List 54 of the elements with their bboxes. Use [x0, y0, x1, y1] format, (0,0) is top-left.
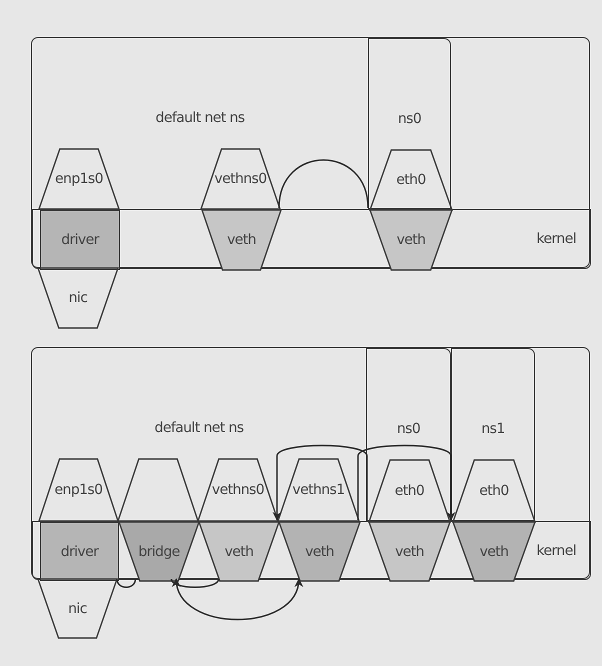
- interface-trapezoid: [278, 459, 359, 521]
- interface-trapezoid: [370, 150, 452, 210]
- module-label: bridge: [138, 544, 180, 560]
- interface-name: vethns0: [214, 171, 267, 187]
- module-label: veth: [395, 544, 424, 560]
- module-label: veth: [227, 232, 256, 248]
- module-label: veth: [480, 544, 508, 560]
- kernel-module-trapezoid: [202, 210, 281, 270]
- interface-trapezoid: [369, 460, 450, 522]
- interface-trapezoid: [201, 149, 280, 209]
- module-label: veth: [396, 232, 426, 248]
- namespace-label: ns1: [480, 421, 506, 437]
- module-label: driver: [60, 544, 98, 560]
- interface-name: vethns1: [292, 482, 345, 498]
- interface-name: eth0: [479, 483, 509, 499]
- interface-trapezoid: [39, 149, 119, 209]
- module-label: driver: [61, 232, 99, 248]
- kernel-module-trapezoid: [199, 522, 279, 581]
- interface-trapezoid: [198, 459, 278, 521]
- namespace-box: [31, 347, 590, 579]
- kernel-module-trapezoid: [38, 579, 117, 638]
- interface-name: eth0: [396, 172, 426, 188]
- kernel-module-trapezoid: [279, 522, 360, 581]
- module-label: veth: [305, 544, 334, 560]
- module-label: veth: [224, 544, 254, 560]
- kernel-module-trapezoid: [369, 522, 450, 581]
- module-label: nic: [68, 600, 87, 616]
- interface-name: eth0: [394, 483, 424, 499]
- connector-arrow: [357, 444, 456, 521]
- namespace-label: default net ns: [154, 420, 244, 436]
- namespace-label: default net ns: [154, 110, 246, 126]
- kernel-module-trapezoid: [119, 522, 199, 581]
- interface-name: enp1s0: [55, 171, 103, 187]
- kernel-module-trapezoid: [370, 210, 452, 270]
- interface-trapezoid: [39, 459, 118, 521]
- connector-arrow: [173, 578, 302, 620]
- kernel-module-trapezoid: [453, 522, 535, 581]
- kernel-label: kernel: [536, 231, 576, 247]
- namespace-box: [31, 37, 590, 268]
- driver-block: [40, 210, 120, 270]
- kernel-label: kernel: [536, 542, 576, 558]
- namespace-box: [368, 38, 451, 209]
- kernel-band: [32, 521, 591, 580]
- namespace-label: ns0: [396, 111, 422, 127]
- module-label: nic: [68, 290, 88, 306]
- interface-trapezoid: [118, 459, 198, 521]
- kernel-module-trapezoid: [38, 268, 118, 328]
- interface-name: enp1s0: [54, 482, 102, 498]
- namespace-label: ns0: [396, 421, 422, 437]
- driver-block: [40, 522, 119, 581]
- interface-name: vethns0: [212, 482, 264, 498]
- connector-arrow: [272, 444, 368, 521]
- kernel-band: [32, 209, 591, 269]
- interface-trapezoid: [453, 460, 535, 522]
